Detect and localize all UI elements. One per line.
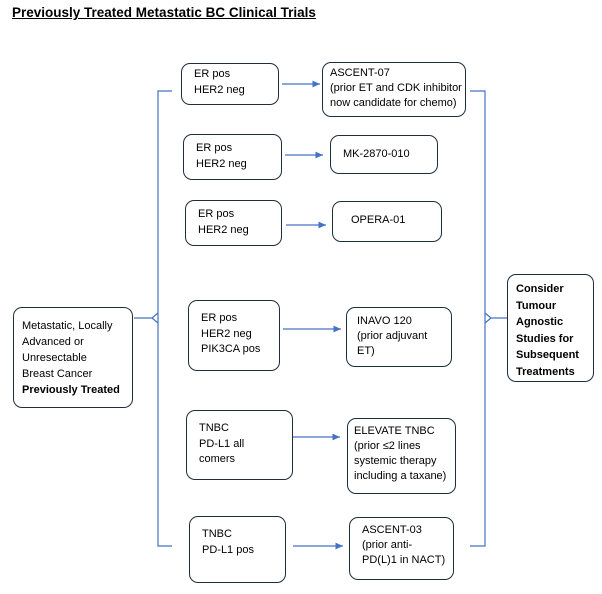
trial-node-elevate-tnbc: ELEVATE TNBC (prior ≤2 lines systemic th…: [347, 418, 456, 494]
criteria-node-4: ER pos HER2 neg PIK3CA pos: [188, 300, 280, 371]
trial-node-inavo-120: INAVO 120 (prior adjuvant ET): [346, 307, 452, 367]
left-bracket-point: [134, 312, 159, 324]
trial-node-ascent-03: ASCENT-03 (prior anti- PD(L)1 in NACT): [349, 517, 454, 580]
outcome-node: Consider Tumour Agnostic Studies for Sub…: [507, 274, 594, 382]
criteria-node-1: ER pos HER2 neg: [181, 63, 279, 105]
criteria-node-2: ER pos HER2 neg: [183, 134, 282, 180]
trial-node-ascent-07: ASCENT-07 (prior ET and CDK inhibitor no…: [322, 62, 466, 117]
page-title: Previously Treated Metastatic BC Clinica…: [12, 5, 316, 20]
trial-node-opera-01: OPERA-01: [332, 201, 442, 242]
right-bracket: [470, 90, 486, 547]
source-node: Metastatic, Locally Advanced or Unresect…: [13, 307, 133, 408]
trial-node-mk-2870-010: MK-2870-010: [330, 135, 438, 174]
criteria-node-6: TNBC PD-L1 pos: [189, 516, 286, 583]
criteria-node-3: ER pos HER2 neg: [185, 200, 282, 246]
right-bracket-point: [484, 312, 507, 324]
criteria-node-5: TNBC PD-L1 all comers: [186, 410, 293, 480]
left-bracket: [157, 90, 172, 547]
